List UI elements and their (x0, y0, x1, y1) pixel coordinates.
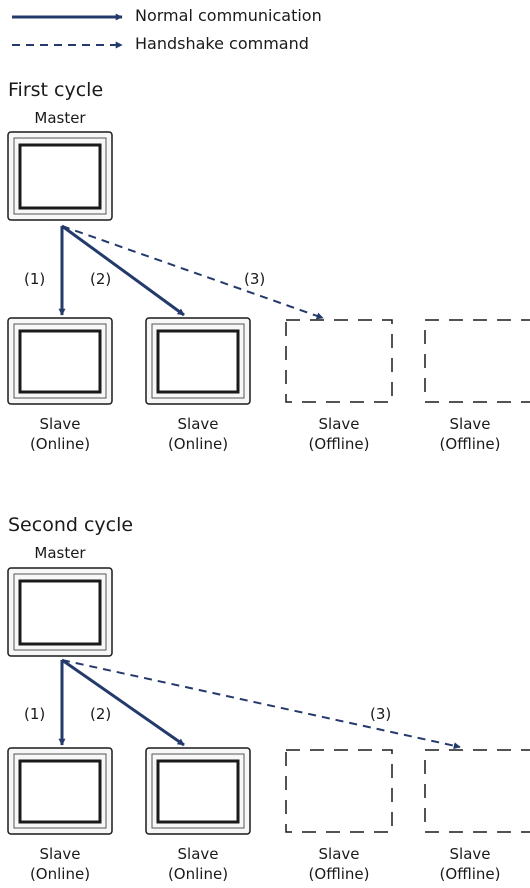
slave-device-offline (424, 749, 530, 833)
slave-name: Slave (318, 845, 360, 863)
slave-label: Slave (Online) (0, 414, 120, 454)
cycle-title: Second cycle (8, 514, 134, 536)
slave-device-offline (285, 319, 393, 403)
arrow-step-2 (61, 658, 185, 747)
slave-label: Slave (Online) (0, 844, 120, 884)
cycle-title: First cycle (8, 79, 104, 101)
step-label-3: (3) (370, 705, 392, 723)
legend (12, 13, 123, 49)
slave-status: (Online) (29, 865, 91, 883)
slave-device-online (145, 747, 251, 835)
slave-label: Slave (Offline) (279, 844, 399, 884)
legend-normal-label: Normal communication (135, 6, 322, 25)
slave-device-offline (285, 749, 393, 833)
cycle-1 (7, 131, 530, 405)
slave-device-online (7, 317, 113, 405)
step-label-2: (2) (90, 270, 112, 288)
slave-device-offline (424, 319, 530, 403)
step-label-3: (3) (244, 270, 266, 288)
slave-status: (Online) (167, 865, 229, 883)
slave-status: (Offline) (308, 435, 370, 453)
master-label: Master (34, 109, 86, 127)
slave-status: (Offline) (439, 435, 501, 453)
slave-status: (Online) (29, 435, 91, 453)
slave-label: Slave (Offline) (279, 414, 399, 454)
legend-handshake-label: Handshake command (135, 34, 309, 53)
slave-status: (Offline) (308, 865, 370, 883)
step-label-1: (1) (24, 705, 46, 723)
slave-name: Slave (449, 845, 491, 863)
arrow-step-3 (61, 225, 324, 320)
slave-label: Slave (Offline) (418, 414, 522, 454)
slave-name: Slave (39, 415, 81, 433)
slave-name: Slave (177, 415, 219, 433)
slave-device-online (145, 317, 251, 405)
slave-status: (Online) (167, 435, 229, 453)
slave-label: Slave (Offline) (418, 844, 522, 884)
master-device (7, 567, 113, 657)
slave-name: Slave (318, 415, 360, 433)
master-label: Master (34, 544, 86, 562)
slave-label: Slave (Online) (138, 844, 258, 884)
slave-status: (Offline) (439, 865, 501, 883)
slave-name: Slave (177, 845, 219, 863)
slave-label: Slave (Online) (138, 414, 258, 454)
cycle-2 (7, 567, 530, 835)
step-label-2: (2) (90, 705, 112, 723)
master-device (7, 131, 113, 221)
step-label-1: (1) (24, 270, 46, 288)
slave-name: Slave (449, 415, 491, 433)
arrow-step-2 (61, 224, 185, 317)
slave-device-online (7, 747, 113, 835)
arrow-step-3 (61, 659, 461, 750)
slave-name: Slave (39, 845, 81, 863)
